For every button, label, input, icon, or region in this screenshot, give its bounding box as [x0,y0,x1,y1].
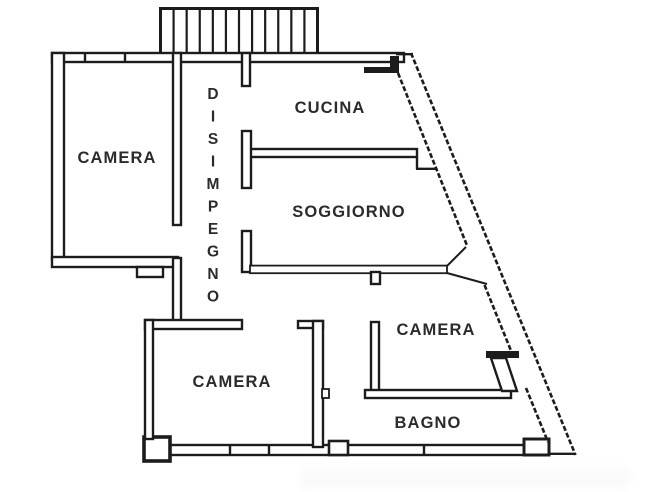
room-label-camera-bottom-center: CAMERA [192,373,272,391]
splayed-opening-lower [446,272,488,285]
camera-br-left-wall-stub [369,270,382,286]
room-label-cucina: CUCINA [294,99,366,117]
interior-walls [143,51,513,449]
camera-bc-top-wall [143,318,244,331]
room-label-soggiorno: SOGGIORNO [292,203,406,221]
top-wall [50,51,406,64]
diagonal-outer-line [409,52,577,456]
splayed-opening-upper [446,246,467,267]
window-slant-frame [489,356,519,393]
cucina-left-wall-stub [240,51,252,88]
watermark-smudge [300,468,630,488]
camera-bc-right-wall [311,319,325,449]
window-sill-bar [486,351,519,358]
room-label-camera-bottom-right: CAMERA [396,321,476,339]
wall-tick-marker [321,388,330,399]
bagno-top-wall [363,388,513,400]
top-wall-step [364,67,396,73]
wall-notch [135,265,165,279]
disimpegno-left-wall-upper [171,51,183,227]
camera-tl-bottom-wall [50,255,180,269]
corner-pillar [142,435,172,463]
bottom-wall-end-pillar [522,437,551,457]
top-wall-corner [390,56,399,73]
diagonal-window [486,351,519,393]
cucina-wall-left-bar [240,129,253,190]
disimpegno-left-wall-lower [171,256,183,326]
staircase [159,7,319,56]
diagonal-inner-line [524,387,550,443]
stairs-steps [172,8,306,55]
room-label-bagno: BAGNO [394,414,462,432]
diagonal-wall [396,52,577,456]
bottom-wall-pillar [327,439,350,457]
camera-bc-left-wall [143,318,155,441]
diagonal-inner-line [396,72,469,246]
bottom-wall [164,443,550,457]
diagonal-inner-line [483,284,513,353]
soggiorno-left-wall-stub [240,229,253,274]
room-label-disimpegno: DISIMPEGNO [204,86,222,311]
cucina-soggiorno-wall [248,147,419,159]
room-label-camera-top-left: CAMERA [77,149,157,167]
soggiorno-bottom-wall [249,264,448,275]
